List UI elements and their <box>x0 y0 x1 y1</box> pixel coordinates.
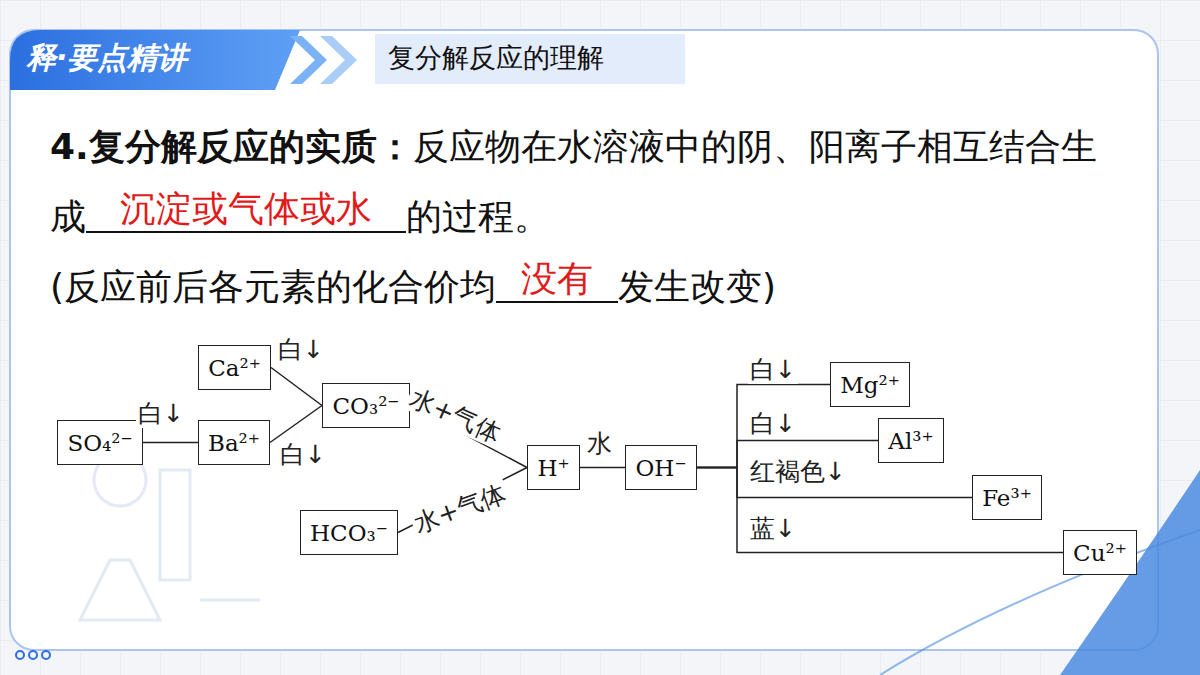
connector-line <box>697 385 830 468</box>
connector-line <box>143 442 198 444</box>
section-banner-text: 释·要点精讲 <box>26 38 187 79</box>
connector-line <box>271 368 322 406</box>
edge-label: 水+气体 <box>404 383 506 449</box>
body-paragraph: (反应前后各元素的化合价均没有发生改变) <box>50 252 1112 322</box>
ion-box: Mg²⁺ <box>830 362 910 407</box>
edge-label: 水 <box>585 430 614 458</box>
body-text: 发生改变) <box>618 266 776 307</box>
ion-formula: SO₄²⁻ <box>67 430 132 456</box>
connector-line <box>270 406 322 443</box>
ion-box: H⁺ <box>527 445 580 490</box>
ion-box: Ba²⁺ <box>198 420 270 465</box>
filled-answer: 沉淀或气体或水 <box>86 187 406 233</box>
ion-formula: HCO₃⁻ <box>310 520 388 546</box>
body-text: (反应前后各元素的化合价均 <box>50 266 496 307</box>
edge-label: 白↓ <box>748 410 798 438</box>
body-text: 的过程。 <box>406 196 550 237</box>
ion-box: Cu²⁺ <box>1063 530 1137 575</box>
body-paragraph: 4.复分解反应的实质：反应物在水溶液中的阴、阳离子相互结合生成沉淀或气体或水的过… <box>50 112 1112 252</box>
ion-formula: Cu²⁺ <box>1073 540 1127 566</box>
slide-title: 复分解反应的理解 <box>388 40 604 76</box>
ion-formula: OH⁻ <box>635 455 686 481</box>
ion-box: SO₄²⁻ <box>57 420 143 465</box>
edge-label: 白↓ <box>276 336 326 364</box>
point-heading: 4.复分解反应的实质： <box>50 126 413 167</box>
edge-label: 蓝↓ <box>748 515 798 543</box>
edge-label: 红褐色↓ <box>748 458 848 486</box>
ion-box: CO₃²⁻ <box>322 383 410 428</box>
connector-line <box>580 467 625 469</box>
ion-formula: Mg²⁺ <box>840 372 900 398</box>
edge-label: 白↓ <box>136 400 186 428</box>
filled-answer: 没有 <box>496 257 618 303</box>
edge-label: 水+气体 <box>408 479 511 539</box>
edge-label: 白↓ <box>278 441 328 469</box>
ion-box: Al³⁺ <box>878 418 944 463</box>
ion-formula: Ca²⁺ <box>208 355 261 381</box>
ion-formula: H⁺ <box>537 455 569 481</box>
ion-box: Ca²⁺ <box>198 345 271 390</box>
ion-formula: Al³⁺ <box>888 428 933 454</box>
ion-box: HCO₃⁻ <box>300 510 398 555</box>
ion-box: OH⁻ <box>625 445 697 490</box>
edge-label: 白↓ <box>748 356 798 384</box>
ion-box: Fe³⁺ <box>972 475 1042 520</box>
ion-formula: CO₃²⁻ <box>332 393 399 419</box>
ion-formula: Ba²⁺ <box>208 430 260 456</box>
ion-formula: Fe³⁺ <box>982 485 1032 511</box>
